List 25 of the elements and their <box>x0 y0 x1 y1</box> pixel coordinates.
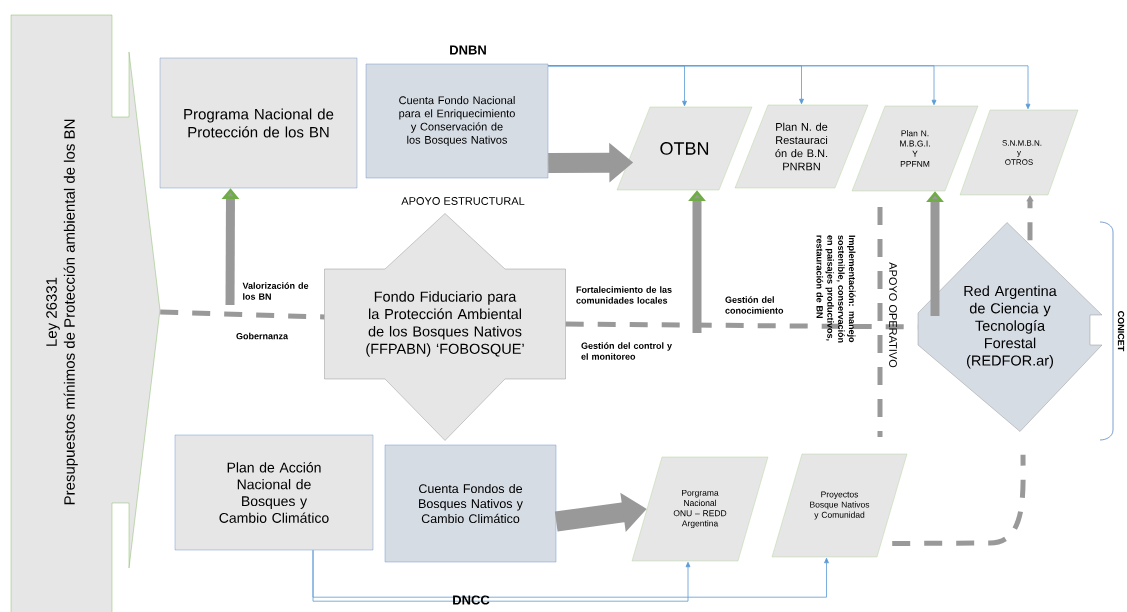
parallelogram: Proyectos Bosque Nativos y Comunidad <box>771 453 908 558</box>
parallelogram: S.N.M.B.N. y OTROS <box>959 109 1079 196</box>
label: Fortalecimiento de las comunidades locales <box>576 286 672 304</box>
label: Gobernanza <box>236 332 289 340</box>
arrow <box>547 65 1031 110</box>
parallelogram: OTBN <box>616 106 753 191</box>
process-box: Cuenta Fondos de Bosques Nativos y Cambio Climático <box>384 444 557 563</box>
label: APOYO OPERATIVO <box>889 262 897 368</box>
arrow <box>1026 195 1034 241</box>
dashed-line <box>160 309 325 320</box>
label: Gestión del conocimiento <box>725 296 784 314</box>
label: Implementación: manejo sostenible, conservación en paisajes productivos, restauración de BN <box>816 235 856 343</box>
process-box: Plan de Acción Nacional de Bosques y Cambio Climático <box>174 434 374 551</box>
label: APOYO ESTRUCTURAL <box>401 197 525 205</box>
label: CONICET <box>1117 311 1125 352</box>
process-box: Cuenta Fondo Nacional para el Enriquecimiento y Conservación de los Bosques Nativos <box>365 63 549 179</box>
arrow <box>312 549 829 598</box>
label: Valorización de los BN <box>242 282 309 300</box>
parallelogram: Plan N. M.B.G.I. Y PPFNM <box>851 105 979 192</box>
label: Gestión del control y el monitoreo <box>581 342 672 360</box>
parallelogram: Porgrama Nacional ONU – REDD Argentina <box>631 456 769 562</box>
process-box: Programa Nacional de Protección de los BN <box>159 57 358 189</box>
dashed-line <box>892 454 1026 546</box>
label: DNCC <box>453 595 490 605</box>
parallelogram: Plan N. de Restauraci ón de B.N. PNRBN <box>734 104 869 189</box>
